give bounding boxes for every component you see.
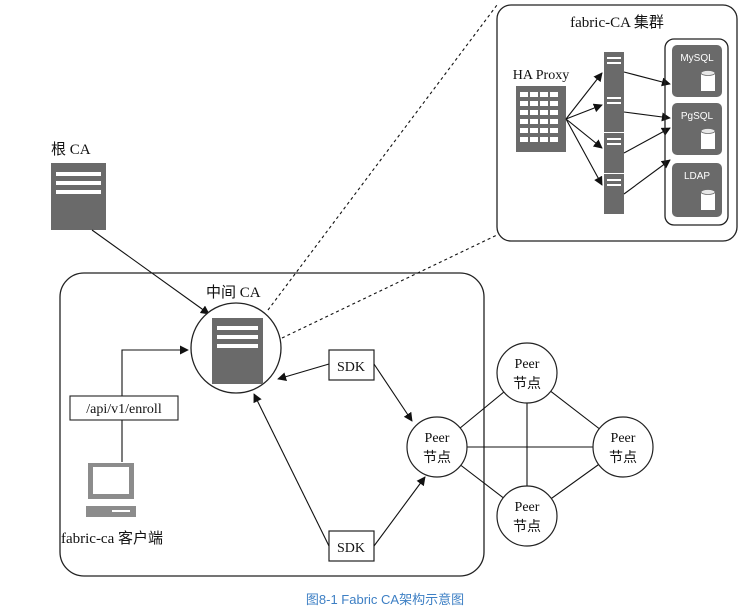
peer-label: Peer	[425, 431, 450, 446]
client-label: fabric-ca 客户端	[61, 530, 163, 547]
computer-icon	[86, 463, 136, 517]
peer-node-center-left: Peer 节点	[406, 416, 468, 478]
peer-node-circle	[496, 485, 558, 547]
ca-server-icon	[604, 52, 624, 92]
ha-proxy-label: HA Proxy	[513, 68, 569, 83]
peer-sublabel: 节点	[513, 376, 541, 392]
peer-node-bottom: Peer 节点	[496, 485, 558, 547]
ldap-database-icon: LDAP	[672, 163, 722, 217]
peer-label: Peer	[515, 357, 540, 372]
sdk-box	[328, 530, 375, 562]
client-enroll-arrow	[121, 345, 189, 462]
enroll-endpoint-label: /api/v1/enroll	[86, 402, 162, 417]
sdk-box	[328, 349, 375, 381]
peer-node-top: Peer 节点	[496, 342, 558, 404]
sdk-arrows	[253, 363, 426, 547]
enroll-endpoint-box	[69, 395, 179, 421]
cluster-title: fabric-CA 集群	[570, 14, 664, 31]
ca-server-icon	[604, 92, 624, 132]
intermediate-ca-server-icon	[212, 318, 263, 384]
root-ca-label: 根 CA	[51, 141, 91, 158]
cluster-boundary	[496, 4, 738, 242]
database-label: MySQL	[680, 53, 714, 64]
peer-sublabel: 节点	[513, 519, 541, 535]
database-group	[664, 38, 729, 226]
fabric-ca-client: /api/v1/enroll fabric-ca 客户端	[61, 345, 189, 547]
peer-label: Peer	[611, 431, 636, 446]
sdk-label: SDK	[337, 360, 365, 375]
sdk-bottom: SDK	[328, 530, 375, 562]
figure-caption: 图8-1 Fabric CA架构示意图	[306, 592, 464, 607]
root-ca-server-icon	[51, 163, 106, 230]
sdk-top: SDK	[328, 349, 375, 381]
ca-server-icon	[604, 133, 624, 173]
intermediate-ca: 中间 CA	[190, 284, 282, 394]
peer-node-circle	[592, 416, 654, 478]
ha-proxy-icon	[516, 86, 566, 152]
peer-node-right: Peer 节点	[592, 416, 654, 478]
peer-label: Peer	[515, 500, 540, 515]
peer-node-circle	[406, 416, 468, 478]
ca-server-icon	[604, 174, 624, 214]
intermediate-ca-container	[59, 272, 485, 577]
root-to-intermediate-arrow	[91, 229, 210, 315]
peer-sublabel: 节点	[609, 450, 637, 466]
fabric-ca-cluster: fabric-CA 集群 HA Proxy	[496, 4, 738, 242]
database-label: PgSQL	[681, 111, 714, 122]
database-label: LDAP	[684, 171, 710, 182]
proxy-to-server-arrows	[565, 72, 603, 186]
peer-sublabel: 节点	[423, 450, 451, 466]
peer-node-circle	[496, 342, 558, 404]
root-ca: 根 CA	[51, 141, 210, 315]
sdk-label: SDK	[337, 541, 365, 556]
intermediate-ca-label: 中间 CA	[206, 284, 261, 301]
ca-cluster-dotted-links	[267, 4, 498, 339]
pgsql-database-icon: PgSQL	[672, 103, 722, 155]
mysql-database-icon: MySQL	[672, 45, 722, 97]
server-to-db-arrows	[623, 71, 671, 195]
